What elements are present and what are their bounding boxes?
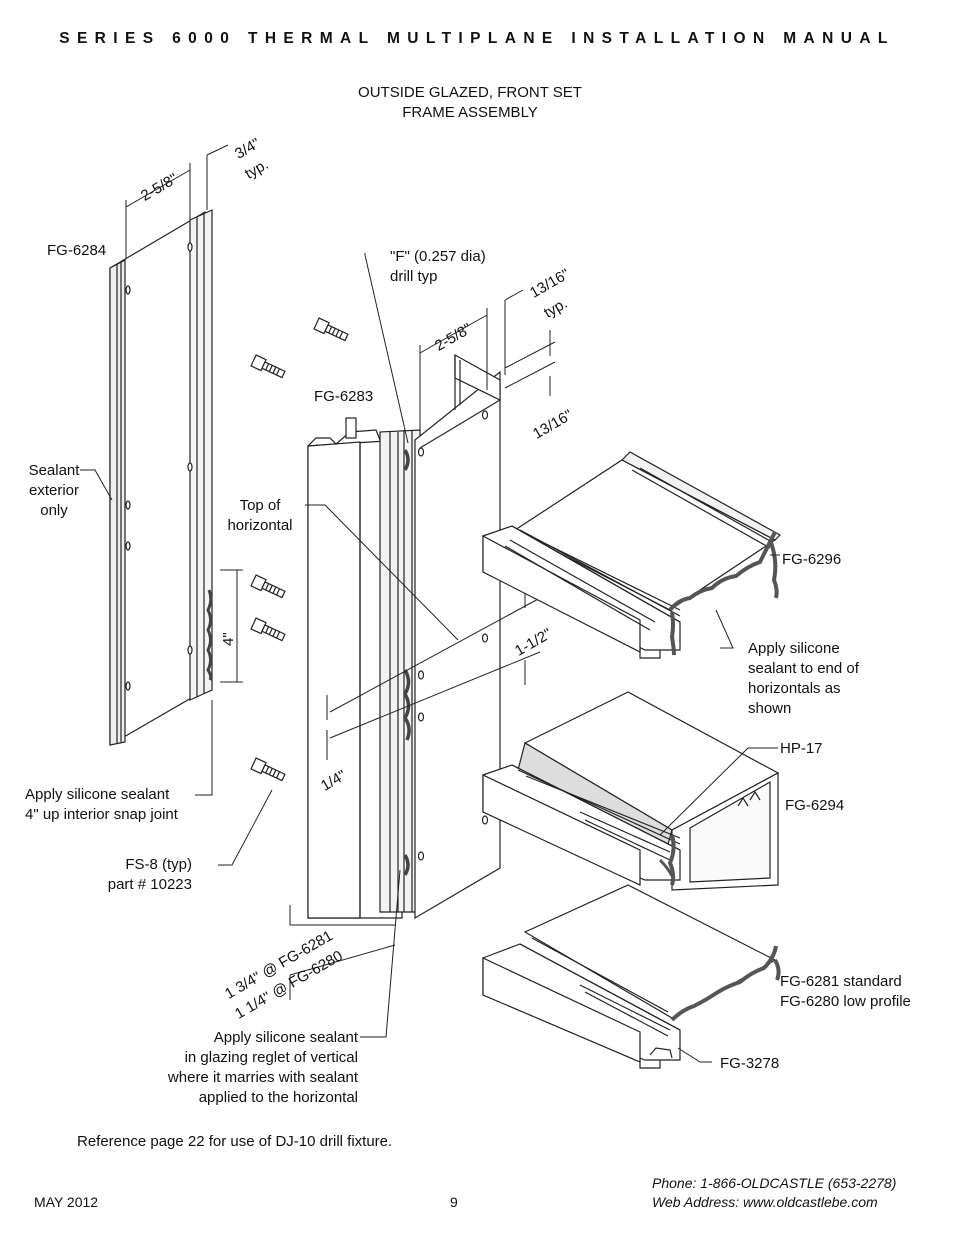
note-sealant-exterior-line-2: exterior xyxy=(28,482,80,499)
fg-6281-horizontal xyxy=(482,884,781,1069)
reference-note: Reference page 22 for use of DJ-10 drill… xyxy=(77,1133,393,1150)
note-apply-sealant-reglet-line-2: in glazing reglet of vertical xyxy=(184,1049,358,1066)
footer-phone: Phone: 1-866-OLDCASTLE (653-2278) xyxy=(652,1175,897,1191)
fg-6296-horizontal xyxy=(482,451,781,659)
note-apply-sealant-reglet-line-1: Apply silicone sealant xyxy=(213,1029,358,1046)
leader-lines xyxy=(80,253,780,1063)
note-drill-line-2: drill typ xyxy=(390,268,438,285)
label-fg-6296: FG-6296 xyxy=(782,551,842,568)
dimension-lines-fg6283 xyxy=(289,289,556,1000)
footer-date: MAY 2012 xyxy=(34,1194,99,1210)
note-apply-sealant-end-line-1: Apply silicone xyxy=(748,640,840,657)
label-fg-6283: FG-6283 xyxy=(314,388,374,405)
fg-6283-vertical-mullion xyxy=(307,353,501,920)
manual-header: SERIES 6000 THERMAL MULTIPLANE INSTALLAT… xyxy=(59,30,895,47)
note-apply-sealant-end-line-3: horizontals as xyxy=(748,680,841,697)
note-apply-sealant-snap-line-1: Apply silicone sealant xyxy=(25,786,170,803)
fs-8-fasteners xyxy=(250,317,349,782)
dimension-lines-fg6284 xyxy=(125,144,243,683)
note-sealant-exterior: Sealant exterior only xyxy=(14,461,94,521)
label-fg-6294: FG-6294 xyxy=(785,797,845,814)
note-apply-sealant-snap: Apply silicone sealant 4" up interior sn… xyxy=(25,785,178,825)
label-fg-3278: FG-3278 xyxy=(720,1055,780,1072)
note-top-of-horizontal-line-1: Top of xyxy=(239,497,281,514)
footer-web: Web Address: www.oldcastlebe.com xyxy=(652,1194,878,1210)
label-fg-6281: FG-6281 standard xyxy=(780,973,902,990)
note-apply-sealant-end-line-2: sealant to end of xyxy=(748,660,859,677)
label-fg-6280: FG-6280 low profile xyxy=(780,993,911,1010)
note-apply-sealant-end: Apply silicone sealant to end of horizon… xyxy=(748,639,859,719)
note-top-of-horizontal-line-2: horizontal xyxy=(227,517,293,534)
note-sealant-exterior-line-3: only xyxy=(40,502,68,519)
label-fg-6284: FG-6284 xyxy=(47,242,107,259)
note-drill: "F" (0.257 dia) drill typ xyxy=(390,247,486,287)
note-apply-sealant-end-line-4: shown xyxy=(748,700,792,717)
note-drill-line-1: "F" (0.257 dia) xyxy=(390,248,486,265)
note-apply-sealant-reglet: Apply silicone sealant in glazing reglet… xyxy=(120,1028,358,1108)
dim-4: 4" xyxy=(220,632,237,646)
note-fs-8-line-2: part # 10223 xyxy=(107,876,192,893)
note-fs-8: FS-8 (typ) part # 10223 xyxy=(70,855,192,895)
note-apply-sealant-reglet-line-4: applied to the horizontal xyxy=(198,1089,358,1106)
footer-page-number: 9 xyxy=(450,1194,458,1210)
note-sealant-exterior-line-1: Sealant xyxy=(28,462,80,479)
drawing-title: OUTSIDE GLAZED, FRONT SET FRAME ASSEMBLY xyxy=(330,83,610,123)
note-apply-sealant-reglet-line-3: where it marries with sealant xyxy=(167,1069,358,1086)
drawing-title-line-1: OUTSIDE GLAZED, FRONT SET xyxy=(358,84,582,101)
note-apply-sealant-snap-line-2: 4" up interior snap joint xyxy=(25,806,178,823)
fg-6284-snap-piece xyxy=(109,209,213,747)
drawing-title-line-2: FRAME ASSEMBLY xyxy=(402,104,538,121)
note-top-of-horizontal: Top of horizontal xyxy=(218,496,302,536)
label-hp-17: HP-17 xyxy=(780,740,823,757)
note-fs-8-line-1: FS-8 (typ) xyxy=(125,856,192,873)
fg-6294-horizontal xyxy=(482,691,780,891)
